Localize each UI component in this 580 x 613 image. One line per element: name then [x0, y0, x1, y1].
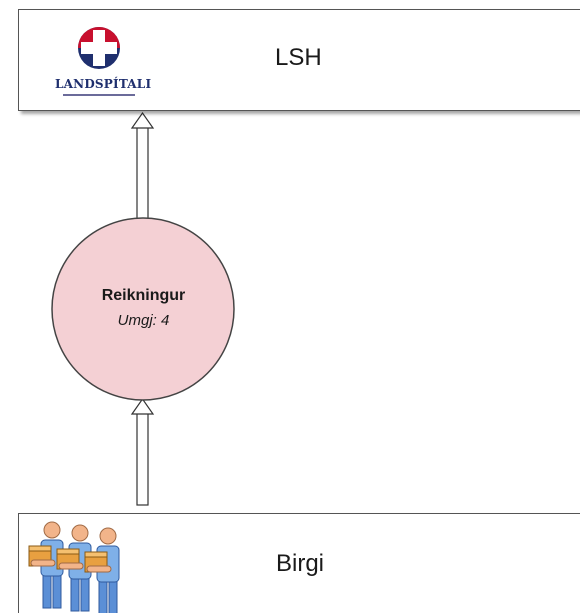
- hospital-cross-logo-icon: [78, 27, 120, 69]
- message-bubble[interactable]: [51, 217, 235, 401]
- lane-label-lsh: LSH: [275, 44, 322, 71]
- landspitali-logo: LANDSPÍTALI: [55, 23, 152, 103]
- arrow-to-lsh: [130, 111, 155, 220]
- lane-lsh: LANDSPÍTALI LSH: [18, 9, 580, 111]
- message-title: Reikningur: [101, 287, 186, 304]
- arrow-from-birgi: [130, 397, 155, 506]
- message-subtitle: Umgj: 4: [117, 312, 170, 329]
- lane-border: [207, 9, 580, 10]
- lane-label-birgi: Birgi: [276, 550, 325, 577]
- logo-tagline-mark: [63, 94, 135, 96]
- lane-birgi: Birgi: [18, 513, 580, 613]
- logo-wordmark: LANDSPÍTALI: [55, 77, 152, 91]
- lane-border: [18, 9, 208, 10]
- workers-carrying-boxes-icon: [23, 516, 135, 613]
